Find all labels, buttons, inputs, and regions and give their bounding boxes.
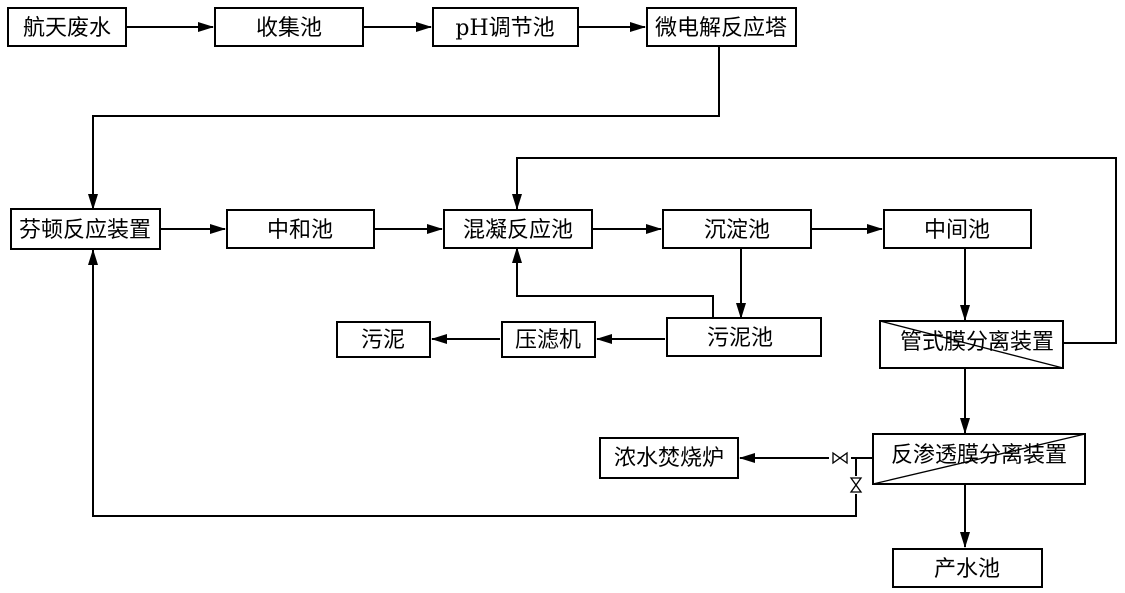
valve-horizontal-icon — [829, 451, 851, 465]
node-label: 收集池 — [256, 16, 322, 41]
node-label: 中和池 — [267, 218, 333, 243]
node-concentrate-incinerator: 浓水焚烧炉 — [599, 437, 739, 479]
node-label: 污泥池 — [707, 326, 773, 351]
node-label: 管式膜分离装置 — [900, 330, 1054, 355]
connectors — [88, 22, 1117, 548]
node-micro-electrolysis-tower: 微电解反应塔 — [646, 7, 797, 47]
valve-vertical-icon — [849, 476, 863, 494]
node-ro-membrane-unit: 反渗透膜分离装置 — [872, 433, 1086, 485]
node-neutralization-tank: 中和池 — [226, 209, 375, 249]
node-label: 污泥 — [361, 328, 405, 353]
node-label: 浓水焚烧炉 — [614, 446, 724, 471]
node-label: pH调节池 — [455, 16, 554, 41]
node-fenton-reactor: 芬顿反应装置 — [10, 208, 161, 250]
node-tubular-membrane-unit: 管式膜分离装置 — [879, 320, 1064, 369]
node-label: 中间池 — [924, 218, 990, 243]
node-label: 产水池 — [934, 557, 1000, 582]
node-label: 芬顿反应装置 — [19, 218, 151, 243]
node-label: 压滤机 — [515, 328, 581, 353]
node-product-water-tank: 产水池 — [892, 548, 1043, 588]
node-label: 沉淀池 — [704, 218, 770, 243]
node-label: 航天废水 — [23, 16, 111, 41]
node-sludge-tank: 污泥池 — [666, 317, 822, 357]
arrow-tubular-membrane-return-to-coagulation — [512, 157, 1117, 344]
node-filter-press: 压滤机 — [501, 321, 596, 358]
node-ph-adjustment-tank: pH调节池 — [432, 7, 579, 47]
node-label: 混凝反应池 — [463, 218, 573, 243]
arrow-microelectrolysis-to-fenton — [88, 46, 720, 210]
membrane-diagonal — [879, 320, 1064, 369]
node-sedimentation-tank: 沉淀池 — [662, 209, 812, 249]
node-aerospace-wastewater: 航天废水 — [7, 7, 127, 47]
node-coagulation-tank: 混凝反应池 — [443, 209, 593, 249]
node-label: 反渗透膜分离装置 — [891, 443, 1067, 468]
node-label: 微电解反应塔 — [655, 16, 787, 41]
membrane-diagonal — [872, 433, 1086, 485]
node-sludge: 污泥 — [336, 321, 431, 358]
node-collection-tank: 收集池 — [214, 7, 364, 47]
arrow-sludge-tank-return-to-coagulation — [512, 247, 714, 318]
node-intermediate-tank: 中间池 — [883, 209, 1032, 249]
